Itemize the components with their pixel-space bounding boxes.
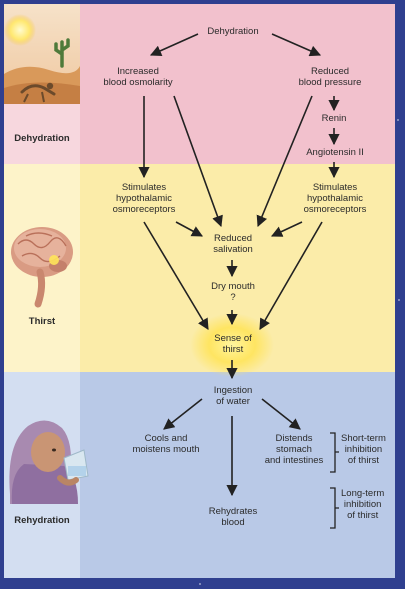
section-label-rehydration: Rehydration bbox=[14, 515, 70, 526]
thirst-glow bbox=[190, 313, 274, 377]
node-ingestion-of-water: Ingestion of water bbox=[213, 385, 253, 407]
arrow-pressure-salivation bbox=[256, 95, 313, 228]
node-cools-mouth: Cools and moistens mouth bbox=[132, 433, 200, 455]
section-label-thirst: Thirst bbox=[28, 316, 56, 327]
node-rehydrates-blood: Rehydrates blood bbox=[208, 506, 258, 528]
child-drinking-illustration bbox=[9, 420, 89, 504]
node-dry-mouth: Dry mouth ? bbox=[211, 281, 255, 303]
arrow-osmolarity-salivation bbox=[173, 95, 223, 228]
node-osmoreceptors-left: Stimulates hypothalamic osmoreceptors bbox=[112, 182, 176, 215]
diagram-graphics bbox=[4, 4, 340, 529]
node-osmoreceptors-right: Stimulates hypothalamic osmoreceptors bbox=[303, 182, 367, 215]
short-term-bracket bbox=[330, 432, 339, 473]
node-reduced-blood-pressure: Reduced blood pressure bbox=[298, 66, 362, 88]
brain-illustration bbox=[11, 227, 73, 308]
node-sense-of-thirst: Sense of thirst bbox=[214, 333, 252, 355]
section-label-dehydration: Dehydration bbox=[14, 133, 70, 144]
arrow-osmoleft-thirst bbox=[143, 221, 209, 330]
brackets bbox=[330, 432, 339, 529]
node-short-term-inhibition: Short-term inhibition of thirst bbox=[341, 433, 386, 466]
arrows bbox=[138, 33, 340, 497]
arrow-osmoright-thirst bbox=[259, 221, 323, 330]
diagram-panel: Dehydration Thirst Rehydration Dehydrati… bbox=[4, 4, 395, 578]
desert-illustration bbox=[4, 4, 80, 104]
arrow-dehydration-osmolarity bbox=[149, 33, 199, 57]
arrow-ingestion-cools bbox=[163, 398, 203, 430]
arrow-osmoright-salivation bbox=[270, 221, 303, 237]
arrow-dehydration-pressure bbox=[271, 33, 322, 57]
arrow-osmoleft-salivation bbox=[175, 221, 203, 237]
long-term-bracket bbox=[330, 487, 339, 529]
node-reduced-salivation: Reduced salivation bbox=[213, 233, 253, 255]
node-renin: Renin bbox=[321, 113, 347, 124]
node-increased-blood-osmolarity: Increased blood osmolarity bbox=[103, 66, 173, 88]
node-angiotensin-ii: Angiotensin II bbox=[306, 147, 364, 158]
node-distends-stomach: Distends stomach and intestines bbox=[264, 433, 324, 466]
node-dehydration: Dehydration bbox=[207, 26, 259, 37]
node-long-term-inhibition: Long-term inhibition of thirst bbox=[341, 488, 385, 521]
arrow-ingestion-distends bbox=[261, 398, 301, 430]
